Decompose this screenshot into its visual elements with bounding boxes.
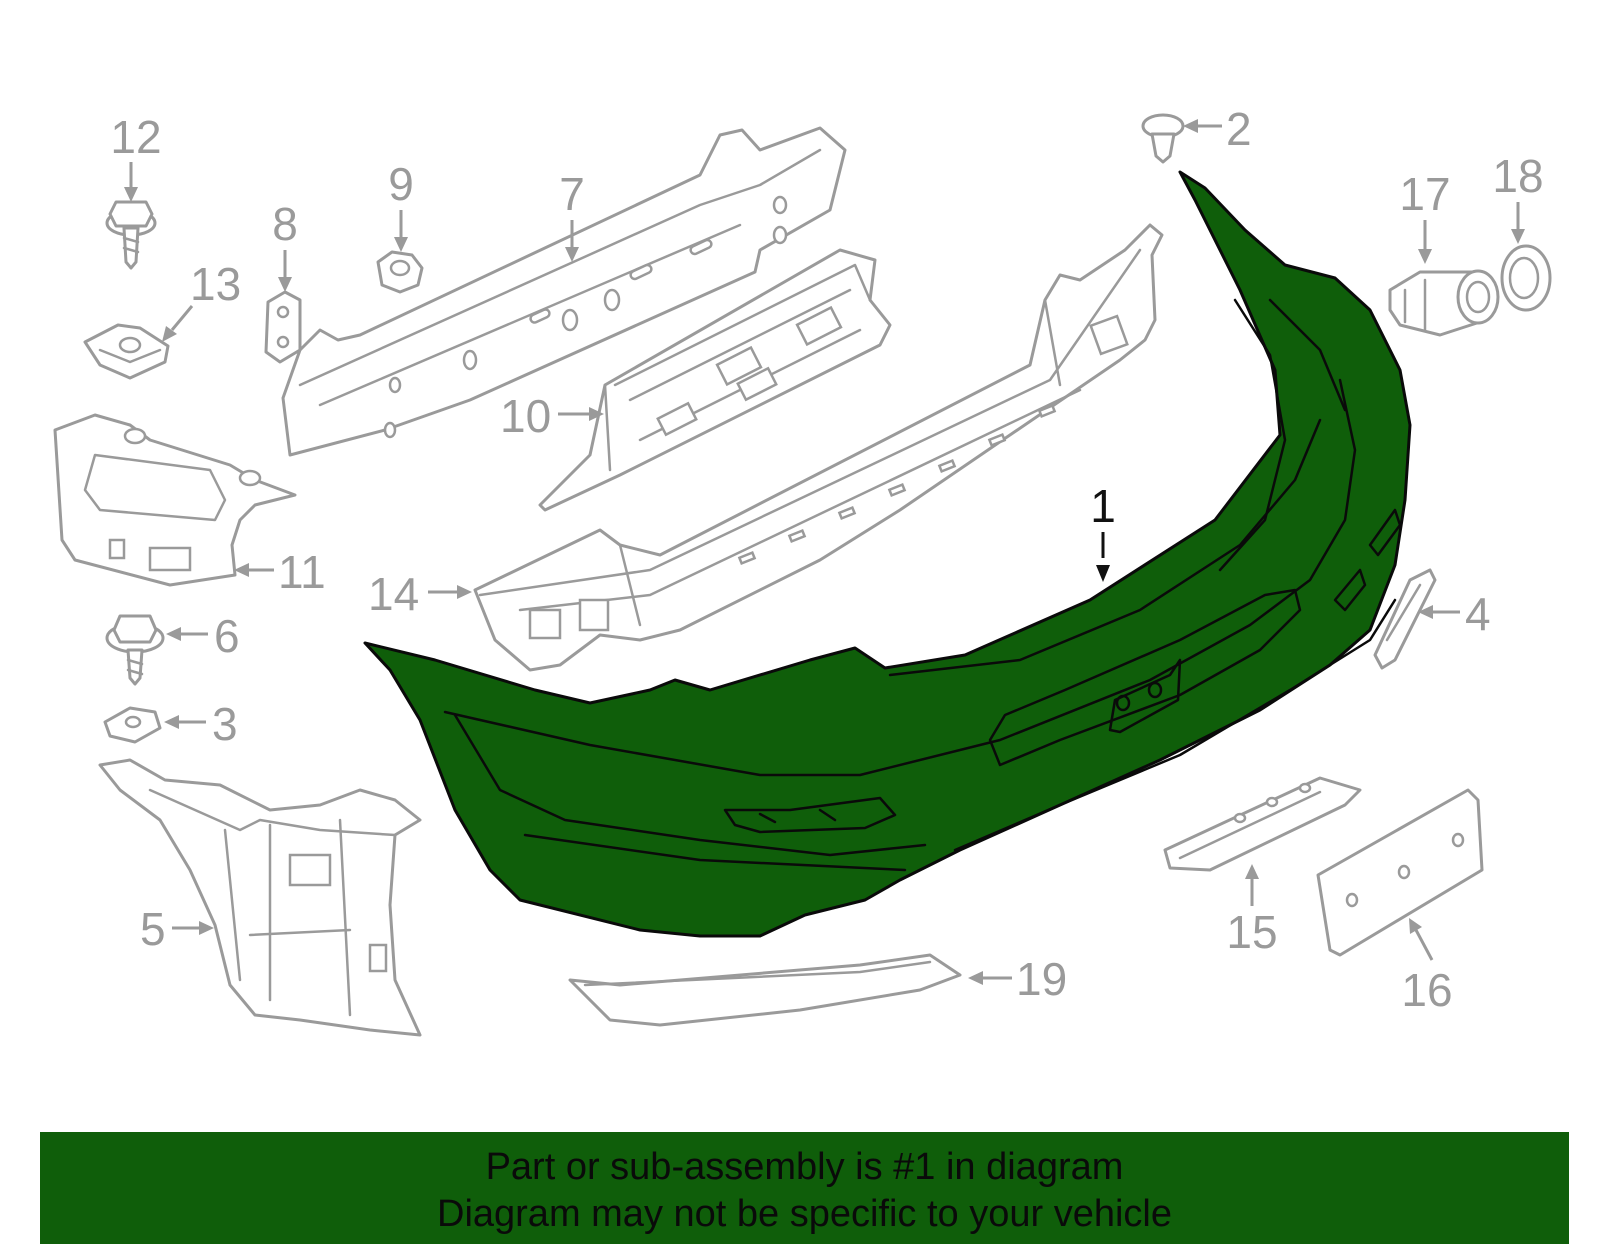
svg-text:11: 11 [278,546,326,598]
svg-text:2: 2 [1226,103,1252,155]
callout-6: 6 [166,610,240,662]
part-1-bumper-cover[interactable] [363,170,1412,938]
part-13-clip-nut[interactable] [83,323,170,380]
callout-7: 7 [559,168,585,262]
part-10-absorber[interactable] [538,248,892,512]
part-2-push-pin[interactable] [1141,113,1185,164]
callout-14: 14 [368,568,472,620]
callout-9: 9 [388,158,414,252]
svg-text:19: 19 [1016,953,1067,1005]
svg-text:13: 13 [190,258,241,310]
part-16-license-plate[interactable] [1316,788,1484,957]
svg-text:16: 16 [1401,964,1452,1016]
svg-text:3: 3 [212,698,238,750]
callout-8: 8 [272,198,298,292]
svg-text:8: 8 [272,198,298,250]
callout-10: 10 [500,390,604,442]
callout-2: 2 [1183,103,1252,155]
callout-1: 1 [1090,480,1116,582]
part-3-clip[interactable] [103,706,162,744]
part-15-bracket[interactable] [1163,776,1362,872]
callout-3: 3 [164,698,238,750]
callout-5: 5 [140,903,214,955]
svg-text:14: 14 [368,568,419,620]
callout-11: 11 [234,546,326,598]
callout-19: 19 [968,953,1067,1005]
svg-text:5: 5 [140,903,166,955]
svg-text:12: 12 [110,111,161,163]
part-18-sensor-ring[interactable] [1500,244,1552,312]
banner-disclaimer: Diagram may not be specific to your vehi… [437,1193,1172,1235]
svg-text:7: 7 [559,168,585,220]
callout-4: 4 [1418,588,1491,640]
part-5-lower-bracket[interactable] [98,758,422,1037]
callout-15: 15 [1226,864,1278,958]
info-banner: Part or sub-assembly is #1 in diagram Di… [40,1132,1569,1244]
callout-17: 17 [1399,168,1451,264]
svg-text:4: 4 [1465,588,1491,640]
part-19-trim-strip[interactable] [568,953,962,1027]
part-12-bolt[interactable] [105,200,157,270]
svg-text:18: 18 [1492,150,1543,202]
callout-13: 13 [162,258,241,342]
svg-text:17: 17 [1399,168,1450,220]
parts-diagram: 1 2 3 4 5 6 7 8 9 [53,103,1552,1037]
part-8-gasket[interactable] [264,290,302,364]
part-11-side-bracket[interactable] [53,413,297,587]
part-4-reflector[interactable] [1373,568,1437,670]
part-14-impact-bar[interactable] [473,223,1164,672]
svg-text:6: 6 [214,610,240,662]
callout-16: 16 [1401,918,1453,1016]
part-7-reinforcement[interactable] [281,126,847,457]
svg-text:15: 15 [1226,906,1277,958]
callout-12: 12 [110,111,162,202]
svg-text:10: 10 [500,390,551,442]
part-9-nut[interactable] [376,250,424,294]
svg-text:9: 9 [388,158,414,210]
banner-part-note: Part or sub-assembly is #1 in diagram [485,1146,1124,1188]
part-17-parking-sensor[interactable] [1388,269,1500,337]
callout-18: 18 [1492,150,1544,244]
part-6-bolt[interactable] [105,614,165,686]
svg-text:1: 1 [1090,480,1116,532]
